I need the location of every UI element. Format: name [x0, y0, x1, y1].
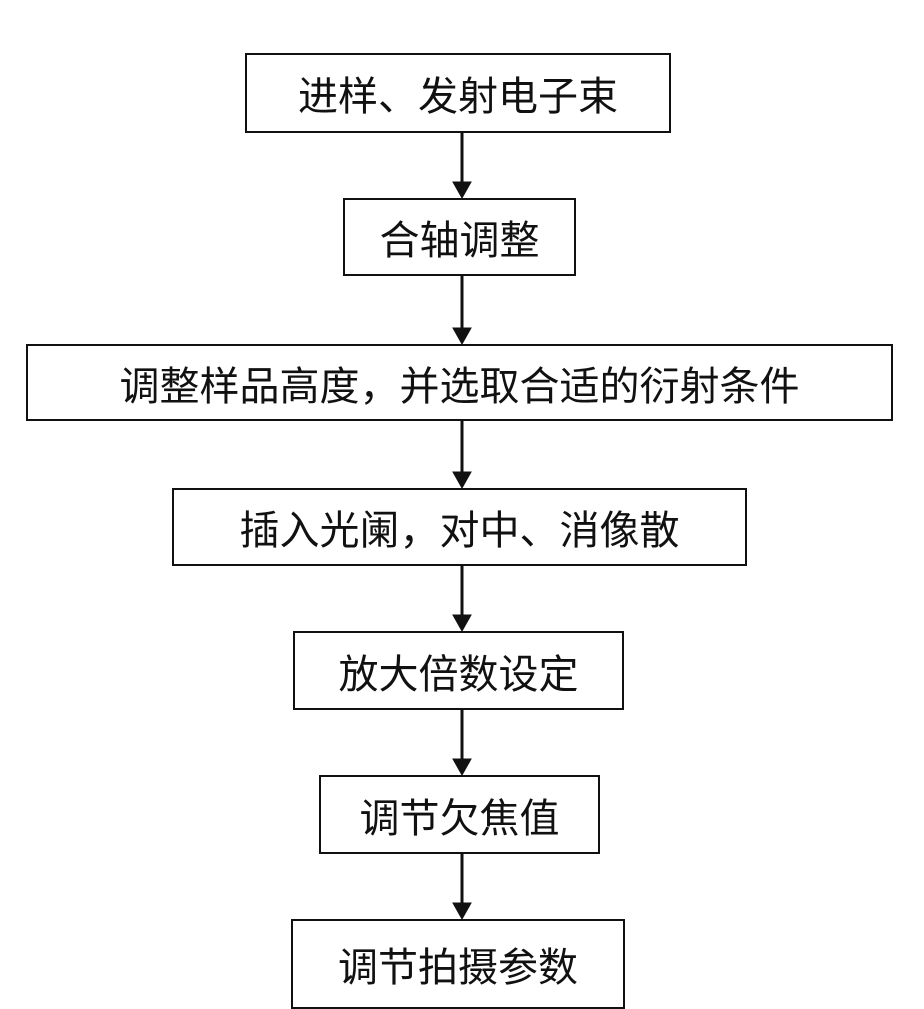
- arrowhead-5-6: [452, 758, 472, 777]
- flow-step-capture-params: 调节拍摄参数: [291, 919, 625, 1009]
- flow-step-label: 调节拍摄参数: [338, 945, 578, 991]
- flow-step-label: 放大倍数设定: [338, 651, 579, 698]
- flow-step-label: 调节欠焦值: [359, 795, 560, 842]
- flow-step-label: 插入光阑，对中、消像散: [239, 508, 680, 554]
- flow-step-magnification: 放大倍数设定: [293, 631, 624, 710]
- flow-step-label: 调整样品高度，并选取合适的衍射条件: [119, 363, 800, 410]
- arrowhead-2-3: [452, 327, 472, 346]
- flow-step-sample-loading: 进样、发射电子束: [245, 53, 671, 133]
- flow-step-aperture: 插入光阑，对中、消像散: [172, 488, 747, 566]
- flow-step-sample-height: 调整样品高度，并选取合适的衍射条件: [26, 344, 893, 421]
- flow-step-label: 合轴调整: [379, 218, 540, 264]
- flow-step-label: 进样、发射电子束: [298, 74, 618, 120]
- flow-step-alignment: 合轴调整: [343, 198, 576, 276]
- arrowhead-6-7: [452, 902, 472, 921]
- arrowhead-3-4: [452, 471, 472, 490]
- arrowhead-4-5: [452, 614, 472, 633]
- flow-arrows: [452, 133, 472, 921]
- flow-step-defocus: 调节欠焦值: [319, 775, 600, 854]
- arrowhead-1-2: [452, 181, 472, 200]
